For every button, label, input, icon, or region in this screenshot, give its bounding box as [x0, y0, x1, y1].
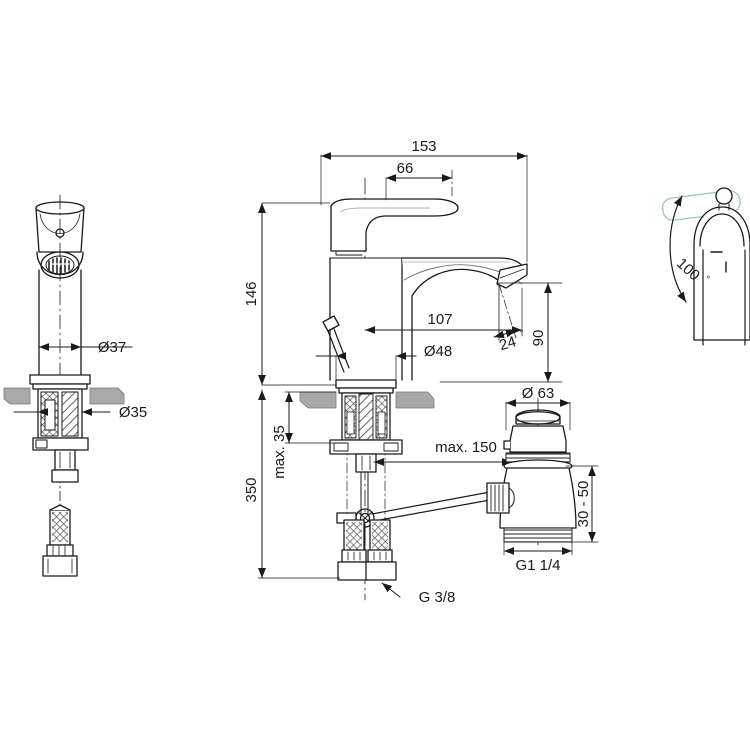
- dim-label-max35: max. 35: [271, 425, 288, 478]
- dim-label-66: 66: [397, 160, 414, 177]
- dim-label-max150: max. 150: [435, 439, 497, 456]
- dim-label-30-50: 30 - 50: [575, 481, 592, 528]
- dim-label-90: 90: [530, 330, 547, 347]
- dim-label-350: 350: [243, 477, 260, 502]
- dim-label-dia37: Ø37: [98, 339, 126, 356]
- dim-label-24-degree: °: [519, 328, 526, 340]
- dim-label-153: 153: [411, 138, 436, 155]
- view-front-elevation: [3, 194, 133, 577]
- dim-label-24: 24: [497, 333, 518, 354]
- dim-label-24-group: 24 °: [497, 328, 526, 354]
- view-top-plan: [661, 187, 750, 346]
- dim-label-dia35: Ø35: [119, 404, 147, 421]
- dim-label-100-degree: °: [701, 274, 711, 285]
- view-side-elevation: [257, 152, 563, 601]
- dim-label-107: 107: [427, 311, 452, 328]
- dim-label-146: 146: [243, 281, 260, 306]
- dim-label-g38: G 3/8: [419, 589, 456, 606]
- dim-label-dia48: Ø48: [424, 343, 452, 360]
- view-waste-detail: [486, 397, 599, 556]
- dim-label-dia63: Ø 63: [522, 385, 555, 402]
- dim-label-g114: G1 1/4: [515, 557, 560, 574]
